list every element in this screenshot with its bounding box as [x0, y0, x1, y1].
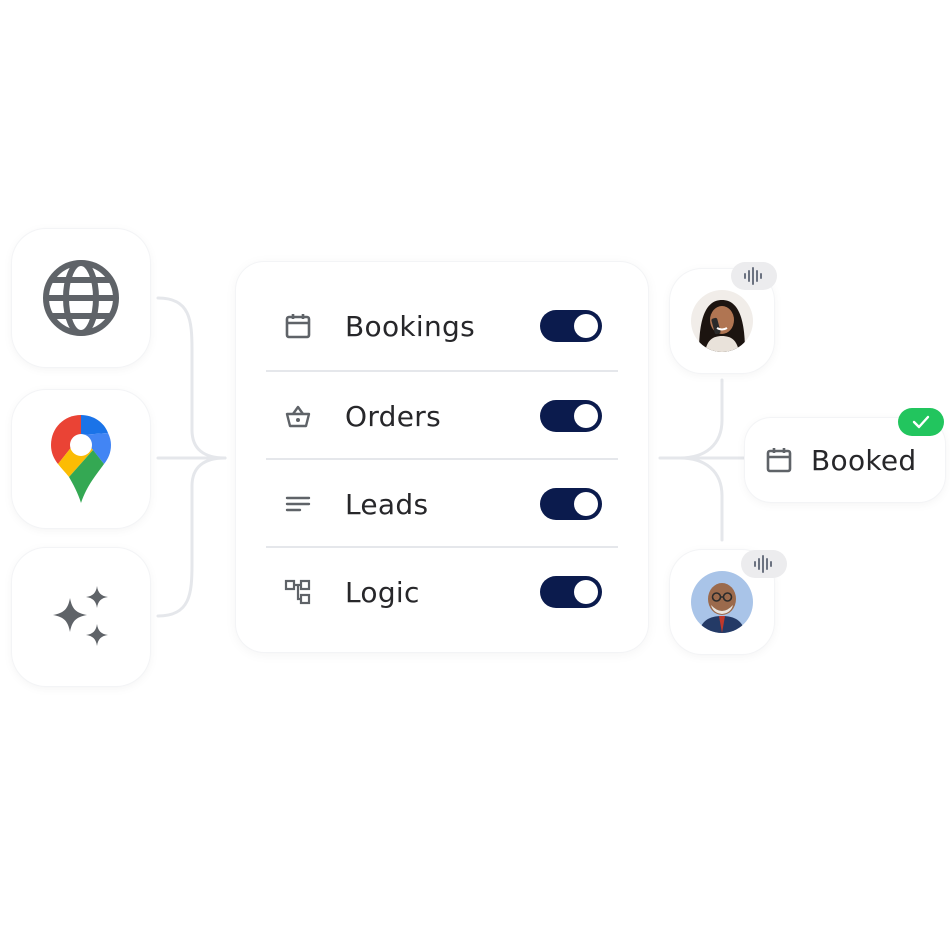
- caller-card-man[interactable]: [670, 550, 774, 654]
- toggle-knob: [574, 492, 598, 516]
- audio-wave-badge: [731, 262, 777, 290]
- lines-icon: [284, 490, 312, 518]
- feature-label: Orders: [345, 399, 441, 433]
- feature-row-leads: Leads: [266, 458, 618, 548]
- man-avatar: [691, 571, 753, 633]
- google-maps-pin-icon: [51, 415, 111, 503]
- success-badge: [898, 408, 944, 436]
- source-card-ai[interactable]: [12, 548, 150, 686]
- bookings-toggle[interactable]: [540, 310, 602, 342]
- toggle-knob: [574, 580, 598, 604]
- globe-icon: [43, 260, 119, 336]
- feature-row-logic: Logic: [266, 546, 618, 636]
- feature-row-orders: Orders: [266, 370, 618, 460]
- calendar-icon: [765, 446, 793, 474]
- audio-wave-icon: [754, 555, 772, 573]
- toggle-knob: [574, 314, 598, 338]
- caller-card-woman[interactable]: [670, 269, 774, 373]
- features-panel: Bookings Orders Leads Logic: [236, 262, 648, 652]
- source-card-maps[interactable]: [12, 390, 150, 528]
- feature-label: Logic: [345, 575, 420, 609]
- sparkles-icon: [53, 586, 108, 646]
- booked-label: Booked: [811, 443, 917, 477]
- logic-toggle[interactable]: [540, 576, 602, 608]
- checkmark-icon: [912, 415, 930, 429]
- orders-toggle[interactable]: [540, 400, 602, 432]
- toggle-knob: [574, 404, 598, 428]
- leads-toggle[interactable]: [540, 488, 602, 520]
- feature-label: Bookings: [345, 309, 475, 343]
- basket-icon: [284, 402, 312, 430]
- woman-avatar: [691, 290, 753, 352]
- flow-diagram-icon: [284, 578, 312, 606]
- source-card-web[interactable]: [12, 229, 150, 367]
- feature-row-bookings: Bookings: [266, 282, 618, 370]
- audio-wave-icon: [744, 267, 762, 285]
- audio-wave-badge: [741, 550, 787, 578]
- calendar-icon: [284, 312, 312, 340]
- feature-label: Leads: [345, 487, 429, 521]
